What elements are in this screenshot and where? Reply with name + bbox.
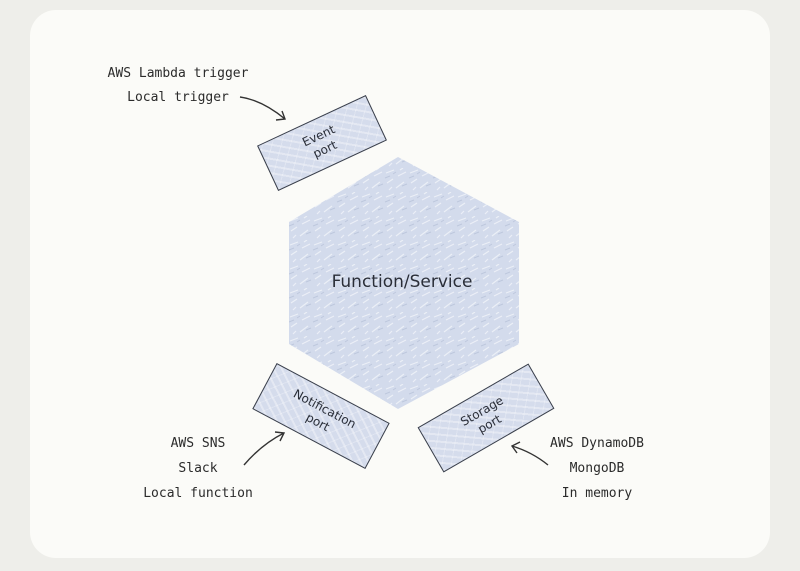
notification-adapter-item: AWS SNS — [170, 436, 226, 451]
storage-arrow — [510, 441, 549, 466]
function-service-hexagon — [289, 157, 519, 409]
notification-adapter-item: Slack — [178, 461, 218, 476]
function-service-label: Function/Service — [331, 272, 473, 292]
notification-arrow — [243, 431, 286, 466]
event-adapter-item: Local trigger — [127, 90, 229, 105]
event-arrow — [239, 96, 286, 121]
storage-adapter-item: AWS DynamoDB — [550, 436, 644, 451]
storage-adapter-item: MongoDB — [569, 461, 625, 476]
event-adapter-item: AWS Lambda trigger — [107, 66, 249, 81]
notification-adapter-item: Local function — [143, 486, 253, 501]
storage-adapter-item: In memory — [561, 486, 633, 501]
